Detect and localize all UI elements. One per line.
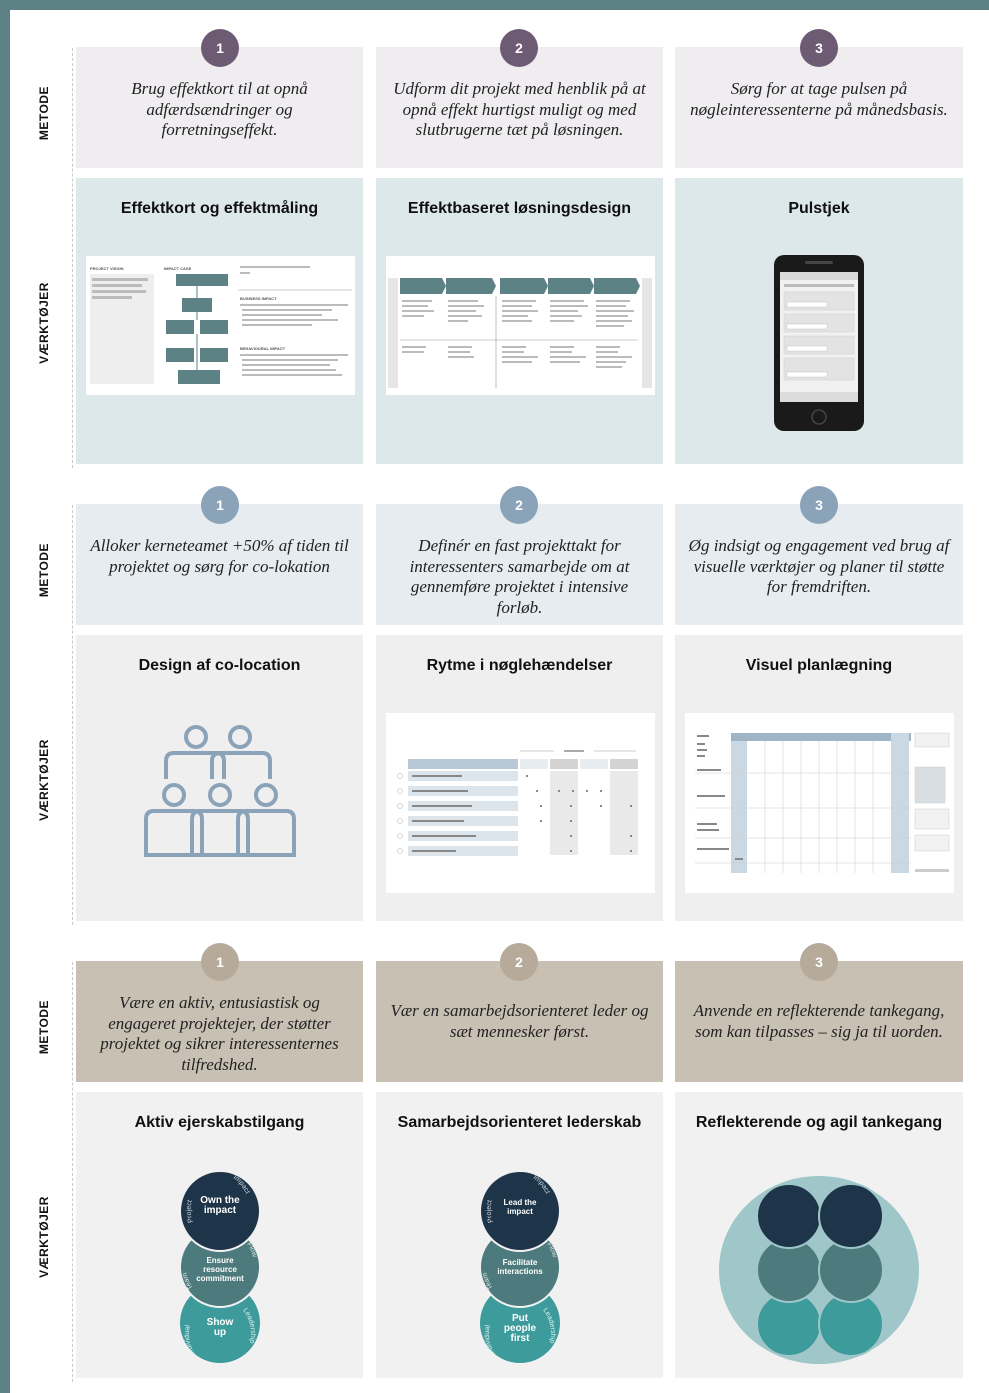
- step-number: 1: [201, 943, 239, 981]
- step-number: 2: [500, 943, 538, 981]
- tool-title: Reflekterende og agil tankegang: [695, 1114, 943, 1131]
- tool-title: Samarbejdsorienteret lederskab: [397, 1114, 642, 1131]
- divider-line: [72, 48, 73, 468]
- vaerktoejer-label: VÆRKTØJER: [37, 1196, 51, 1278]
- tool-box-effektkort: Effektkort og effektmåling PROJECT VISIO…: [76, 178, 363, 464]
- business-impact-label: BUSINESS IMPACT: [240, 296, 277, 301]
- tool-title: Rytme i nøglehændelser: [426, 657, 613, 674]
- tool-title: Effektkort og effektmåling: [120, 200, 319, 217]
- step-number: 2: [500, 486, 538, 524]
- tool-box-loesningsdesign: Effektbaseret løsningsdesign: [376, 178, 663, 464]
- vaerktoejer-label: VÆRKTØJER: [37, 739, 51, 821]
- method-text: Vær en samarbejdsorienteret leder og sæt…: [390, 1001, 649, 1041]
- vaerktoejer-label: VÆRKTØJER: [37, 282, 51, 364]
- rytme-thumbnail: [386, 713, 655, 893]
- visuel-plan-thumbnail: [685, 713, 954, 893]
- project-vision-label: PROJECT VISION: [90, 266, 124, 271]
- step-number: 3: [800, 486, 838, 524]
- agil-circles: [719, 1176, 919, 1364]
- method-box-1: Brug effektkort til at opnå adfærdsændri…: [76, 47, 363, 168]
- tool-title: Pulstjek: [788, 200, 850, 217]
- method-text: Være en aktiv, entusiastisk og engageret…: [100, 993, 339, 1074]
- tool-box-visuel-planlaegning: Visuel planlægning: [675, 635, 963, 921]
- step-number: 1: [201, 486, 239, 524]
- metode-label: METODE: [37, 999, 51, 1055]
- team-people-icon: [142, 719, 298, 875]
- divider-line: [72, 505, 73, 925]
- metode-label: METODE: [37, 85, 51, 141]
- step-number: 2: [500, 29, 538, 67]
- tool-box-colocation: Design af co-location: [76, 635, 363, 921]
- effektkort-thumbnail: PROJECT VISION IMPACT CASE BUSINESS IMPA…: [86, 256, 355, 395]
- circle-top: [179, 1170, 261, 1252]
- tool-box-ejerskab: Aktiv ejerskabstilgang Project Impact Te…: [76, 1092, 363, 1378]
- method-box-2: Udform dit projekt med henblik på at opn…: [376, 47, 663, 168]
- tool-title: Design af co-location: [138, 657, 301, 674]
- tool-title: Visuel planlægning: [745, 657, 893, 674]
- loesningsdesign-thumbnail: [386, 256, 655, 395]
- method-text: Alloker kerneteamet +50% af tiden til pr…: [90, 536, 349, 576]
- lederskab-circles: Project Impact Team Flow Individual Lead…: [479, 1170, 561, 1363]
- divider-line: [72, 962, 73, 1382]
- method-text: Definér en fast projekttakt for interess…: [409, 536, 630, 617]
- method-box-2: Definér en fast projekttakt for interess…: [376, 504, 663, 625]
- method-text: Øg indsigt og engagement ved brug af vis…: [688, 536, 950, 596]
- circle-top-label: Own the impact: [200, 1195, 240, 1216]
- tool-title: Aktiv ejerskabstilgang: [134, 1114, 305, 1131]
- impact-case-label: IMPACT CASE: [164, 266, 192, 271]
- tool-box-agil: Reflekterende og agil tankegang: [675, 1092, 963, 1378]
- phone-illustration: [773, 254, 865, 432]
- method-box-3: Anvende en reflekterende tankegang, som …: [675, 961, 963, 1082]
- method-box-2: Vær en samarbejdsorienteret leder og sæt…: [376, 961, 663, 1082]
- circle-middle-label: Facilitate interactions: [497, 1258, 543, 1276]
- circle-top-label: Lead the impact: [503, 1198, 537, 1216]
- tool-box-rytme: Rytme i nøglehændelser: [376, 635, 663, 921]
- circle-bottom-label: Put people first: [503, 1313, 537, 1344]
- tool-box-lederskab: Samarbejdsorienteret lederskab Project I…: [376, 1092, 663, 1378]
- behavioural-impact-label: BEHAVIOURAL IMPACT: [240, 346, 286, 351]
- method-box-1: Alloker kerneteamet +50% af tiden til pr…: [76, 504, 363, 625]
- method-text: Brug effektkort til at opnå adfærdsændri…: [131, 79, 308, 139]
- method-text: Sørg for at tage pulsen på nøgleinteress…: [690, 79, 948, 119]
- method-text: Udform dit projekt med henblik på at opn…: [393, 79, 646, 139]
- method-box-1: Være en aktiv, entusiastisk og engageret…: [76, 961, 363, 1082]
- circle-middle-label: Ensure resource commitment: [196, 1256, 244, 1283]
- metode-label: METODE: [37, 542, 51, 598]
- tool-title: Effektbaseret løsningsdesign: [407, 200, 632, 217]
- step-number: 3: [800, 29, 838, 67]
- page: METODE VÆRKTØJER Brug effektkort til at …: [10, 10, 989, 1393]
- method-text: Anvende en reflekterende tankegang, som …: [693, 1001, 945, 1041]
- step-number: 3: [800, 943, 838, 981]
- circle-bottom-label: Show up: [206, 1317, 234, 1338]
- step-number: 1: [201, 29, 239, 67]
- method-box-3: Øg indsigt og engagement ved brug af vis…: [675, 504, 963, 625]
- tool-box-pulstjek: Pulstjek: [675, 178, 963, 464]
- method-box-3: Sørg for at tage pulsen på nøgleinteress…: [675, 47, 963, 168]
- circle-bottom: [180, 1283, 260, 1363]
- ejerskab-circles: Project Impact Team Flow Individual Lead…: [179, 1170, 261, 1363]
